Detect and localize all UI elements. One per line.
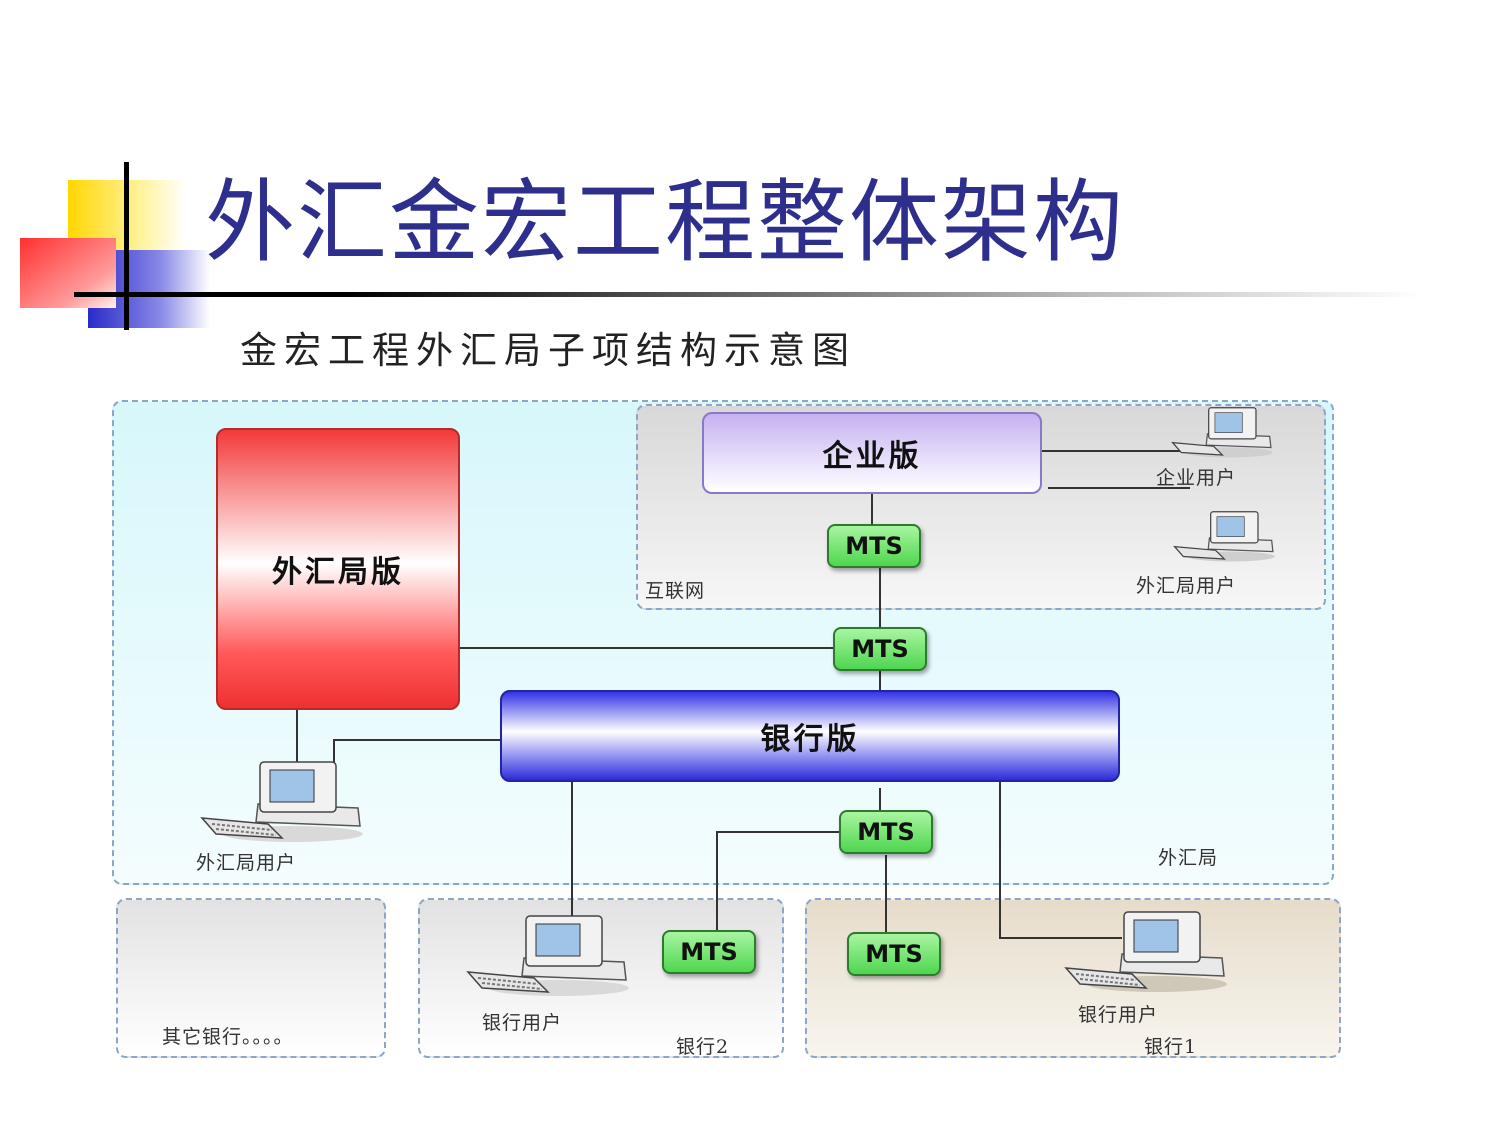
computer-icon [1173, 511, 1275, 562]
bank-edition-block: 银行版 [500, 690, 1120, 782]
mts-node-bank1: MTS [847, 932, 941, 976]
enterprise-edition-block: 企业版 [702, 412, 1042, 494]
title-underline [74, 292, 1424, 297]
slide-title: 外汇金宏工程整体架构 [205, 170, 1125, 275]
other-banks-zone [116, 898, 386, 1058]
other-banks-label: 其它银行。。。。 [162, 1026, 294, 1048]
bank-user-2-label: 银行用户 [482, 1012, 563, 1034]
logo-vertical-line [124, 162, 129, 330]
bank1-zone [805, 898, 1341, 1058]
safe-edition-block: 外汇局版 [216, 428, 460, 710]
computer-icon [466, 915, 629, 996]
computer-icon [1171, 407, 1273, 458]
mts-node-central: MTS [833, 627, 927, 671]
diagram-title: 金宏工程外汇局子项结构示意图 [240, 329, 856, 372]
bank-user-1-label: 银行用户 [1078, 1004, 1159, 1026]
mts-node-bank-side: MTS [839, 810, 933, 854]
computer-icon [1064, 911, 1227, 992]
bank2-zone-label: 银行2 [676, 1036, 730, 1058]
safe-user-internet-label: 外汇局用户 [1136, 575, 1237, 597]
mts-node-bank2: MTS [662, 930, 756, 974]
mts-node-internet: MTS [827, 524, 921, 568]
computer-icon [200, 761, 363, 842]
internet-zone-label: 互联网 [645, 580, 706, 602]
enterprise-user-label: 企业用户 [1156, 467, 1237, 489]
bank1-zone-label: 银行1 [1144, 1036, 1198, 1058]
safe-user-local-label: 外汇局用户 [196, 852, 297, 874]
safe-zone-label: 外汇局 [1158, 847, 1219, 869]
